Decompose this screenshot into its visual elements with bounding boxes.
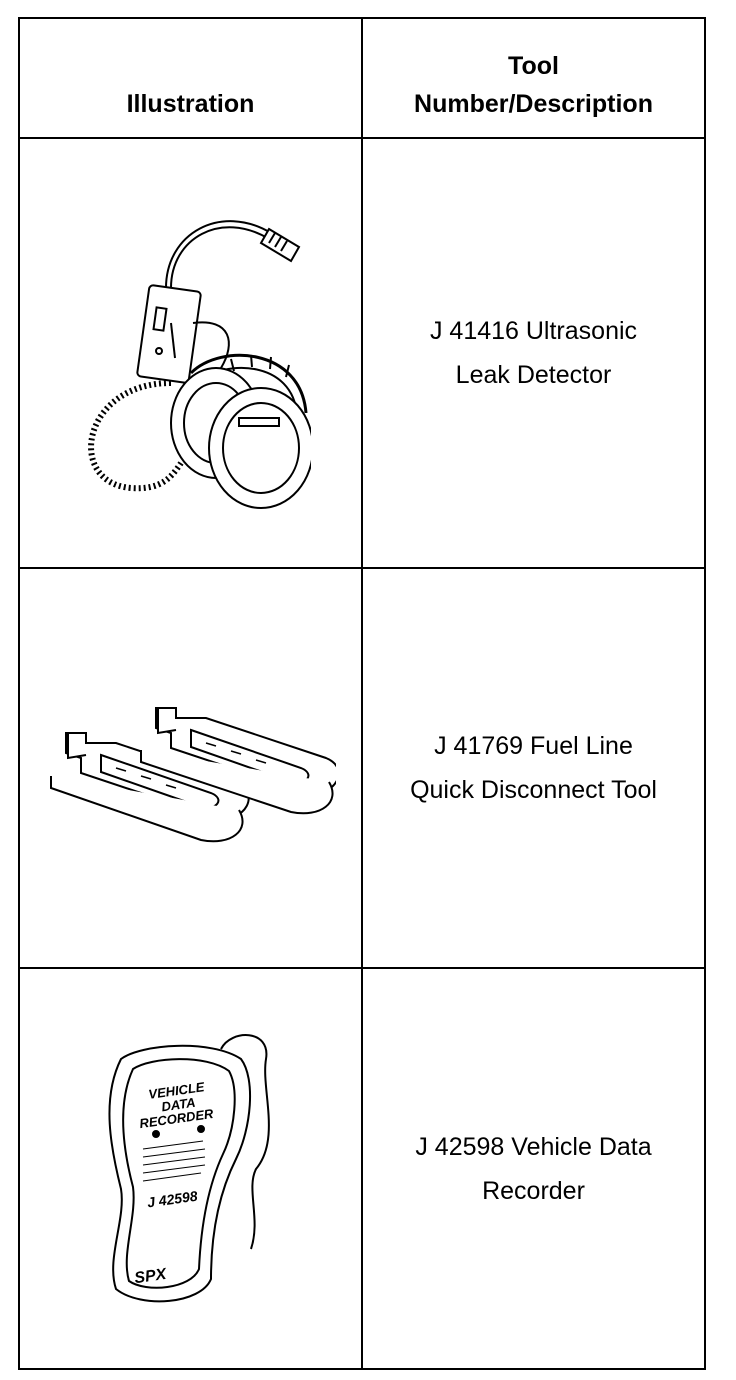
illustration-cell xyxy=(18,137,363,569)
description-cell: J 41769 Fuel Line Quick Disconnect Tool xyxy=(361,567,706,969)
tool-description-line: Leak Detector xyxy=(455,361,612,389)
tool-table: Illustration Tool Number/Description xyxy=(18,17,706,1370)
table-row: J 41416 Ultrasonic Leak Detector xyxy=(18,137,706,569)
table-row: J 41769 Fuel Line Quick Disconnect Tool xyxy=(18,567,706,969)
tool-number-line: J 41416 Ultrasonic xyxy=(429,317,638,345)
tool-description-line: Recorder xyxy=(482,1176,585,1205)
header-tool-description: Tool Number/Description xyxy=(361,17,706,139)
device-title-2: DATA xyxy=(160,1094,196,1114)
description-cell: J 41416 Ultrasonic Leak Detector xyxy=(361,137,706,569)
table-row: VEHICLE DATA RECORDER J 42598 SPX J 4259… xyxy=(18,967,706,1370)
tool-number-line: J 41769 Fuel Line xyxy=(434,732,633,760)
device-brand: SPX xyxy=(133,1265,168,1286)
illustration-cell: VEHICLE DATA RECORDER J 42598 SPX xyxy=(18,967,363,1370)
vehicle-data-recorder-icon: VEHICLE DATA RECORDER J 42598 SPX xyxy=(107,1033,270,1302)
header-illustration: Illustration xyxy=(18,17,363,139)
header-tool-line1: Tool xyxy=(508,52,559,80)
ultrasonic-leak-detector-icon xyxy=(87,220,311,509)
illustration-cell xyxy=(18,567,363,969)
device-model: J 42598 xyxy=(146,1187,199,1210)
quick-disconnect-tool-icon xyxy=(49,707,336,843)
tool-description-line: Quick Disconnect Tool xyxy=(410,776,657,804)
description-cell: J 42598 Vehicle Data Recorder xyxy=(361,967,706,1370)
tool-number-line: J 42598 Vehicle Data xyxy=(415,1132,652,1161)
header-tool-line2: Number/Description xyxy=(414,90,653,118)
table-header-row: Illustration Tool Number/Description xyxy=(18,17,706,139)
